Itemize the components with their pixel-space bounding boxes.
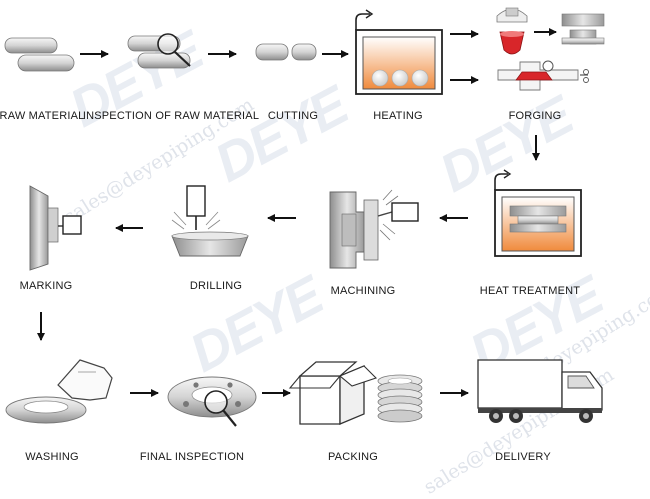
step-label-inspection-raw: INSPECTION OF RAW MATERIAL [82,110,260,122]
step-label-machining: MACHINING [330,285,396,297]
marking-icon [29,185,82,271]
cutting-icon [255,43,317,61]
step-label-heating: HEATING [373,110,423,122]
step-label-washing: WASHING [25,451,79,463]
drilling-icon [171,185,249,257]
forged-part-icon [561,13,605,45]
machining-icon [329,189,419,269]
step-label-raw-material: RAW MATERIAL [0,110,85,122]
raw-material-icon [4,37,75,72]
step-label-packing: PACKING [327,451,379,463]
forging-press-icon [497,60,589,91]
step-label-cutting: CUTTING [267,110,319,122]
heating-furnace-icon [355,9,443,95]
step-label-marking: MARKING [19,280,73,292]
forging-die-icon [496,7,528,55]
heat-treatment-icon [494,169,582,257]
final-inspection-icon [167,376,257,427]
step-label-forging: FORGING [508,110,562,122]
step-label-delivery: DELIVERY [495,451,551,463]
step-label-drilling: DRILLING [189,280,243,292]
step-label-heat-treatment: HEAT TREATMENT [479,285,581,297]
washing-icon [5,359,113,424]
packing-icon [288,361,423,425]
step-label-final-inspection: FINAL INSPECTION [139,451,245,463]
inspection-raw-icon [127,33,191,69]
delivery-truck-icon [477,359,603,423]
